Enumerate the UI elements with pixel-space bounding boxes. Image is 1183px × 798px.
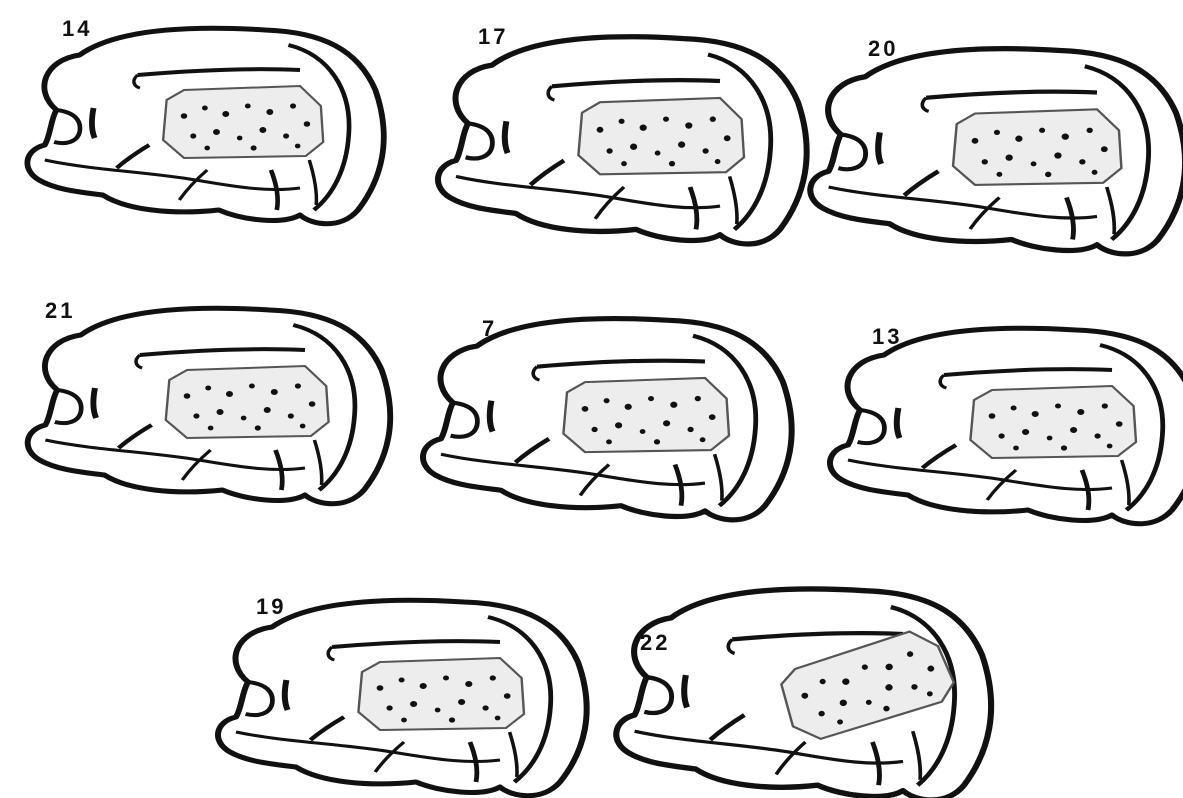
panel-label: 14 [62, 16, 92, 41]
brain-panel-22: 22 [616, 589, 991, 798]
brain-panel-20: 20 [810, 36, 1183, 254]
panel-label: 20 [868, 36, 898, 61]
brain-panel-17: 17 [438, 24, 807, 244]
panel-label: 21 [45, 298, 75, 323]
panel-label: 17 [478, 24, 508, 49]
brain-panel-13: 13 [830, 324, 1183, 524]
brain-panel-19: 19 [218, 594, 587, 796]
panel-label: 22 [640, 630, 670, 655]
brain-panel-7: 7 [423, 316, 792, 520]
brain-panel-14: 14 [27, 16, 383, 224]
panel-label: 19 [256, 594, 286, 619]
brain-panel-21: 21 [28, 298, 391, 504]
